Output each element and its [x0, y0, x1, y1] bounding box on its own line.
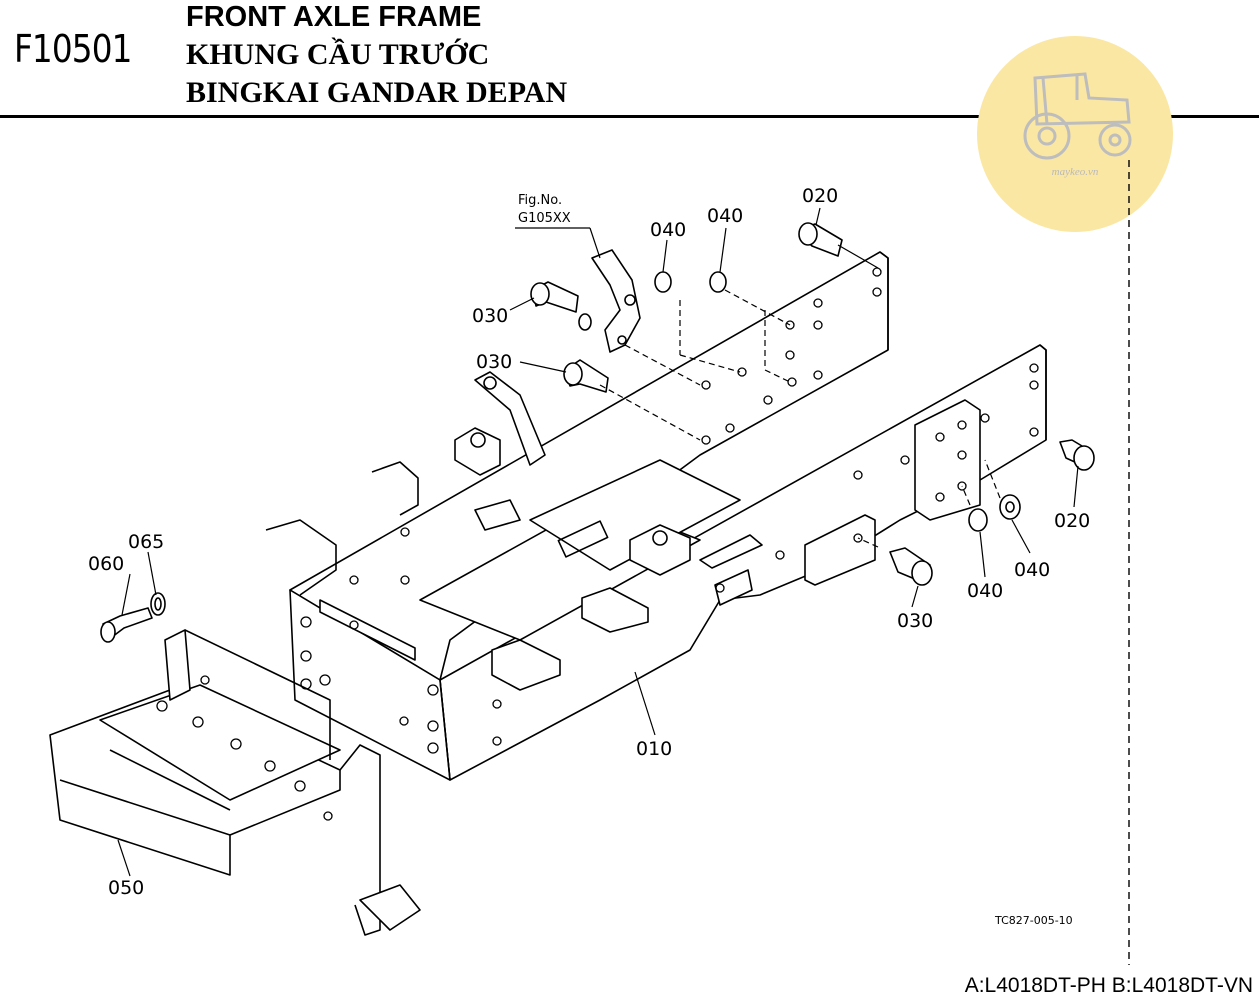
- collar-040: [654, 271, 1021, 532]
- callout-040-left[interactable]: 040: [650, 219, 686, 241]
- callout-030-upper[interactable]: 030: [472, 305, 508, 327]
- title-indonesian: BINGKAI GANDAR DEPAN: [186, 76, 568, 109]
- assembly-guide-lines: [599, 289, 1001, 548]
- callout-020-lower[interactable]: 020: [1054, 510, 1090, 532]
- callout-040-lower-left[interactable]: 040: [967, 580, 1003, 602]
- callout-030-middle[interactable]: 030: [476, 351, 512, 373]
- bolt-030-upper: [530, 281, 592, 331]
- bolt-020-lower: [1059, 439, 1095, 471]
- front-guard-050: [49, 629, 421, 936]
- bracket-g105xx: [591, 249, 641, 353]
- header-rule: [0, 115, 1259, 118]
- drawing-code: TC827-005-10: [994, 914, 1073, 927]
- watermark-text: maykeo.vn: [1051, 166, 1099, 178]
- bolt-030-lower: [889, 547, 933, 586]
- bolt-030-middle: [563, 359, 609, 393]
- callout-040-lower-right[interactable]: 040: [1014, 559, 1050, 581]
- callout-065[interactable]: 065: [128, 531, 164, 553]
- callout-060[interactable]: 060: [88, 553, 124, 575]
- model-applicability: A:L4018DT-PH B:L4018DT-VN: [964, 974, 1253, 997]
- watermark-logo: maykeo.vn: [977, 36, 1173, 232]
- figure-ref-label: Fig.No.: [518, 193, 562, 208]
- frame-010: [265, 251, 1047, 781]
- figure-ref-number: G105XX: [518, 211, 571, 226]
- title-english: FRONT AXLE FRAME: [186, 1, 482, 33]
- washer-065: [150, 592, 166, 616]
- bolt-020-upper: [798, 222, 843, 257]
- callout-010[interactable]: 010: [636, 738, 672, 760]
- title-vietnamese: KHUNG CẦU TRƯỚC: [186, 38, 490, 71]
- part-group-code: F10501: [14, 27, 132, 71]
- callout-020-upper[interactable]: 020: [802, 185, 838, 207]
- tractor-icon: [1023, 72, 1132, 160]
- callout-040-right[interactable]: 040: [707, 205, 743, 227]
- bolt-060: [100, 607, 153, 643]
- callout-030-lower[interactable]: 030: [897, 610, 933, 632]
- callout-050[interactable]: 050: [108, 877, 144, 899]
- leader-lines: [117, 207, 1079, 877]
